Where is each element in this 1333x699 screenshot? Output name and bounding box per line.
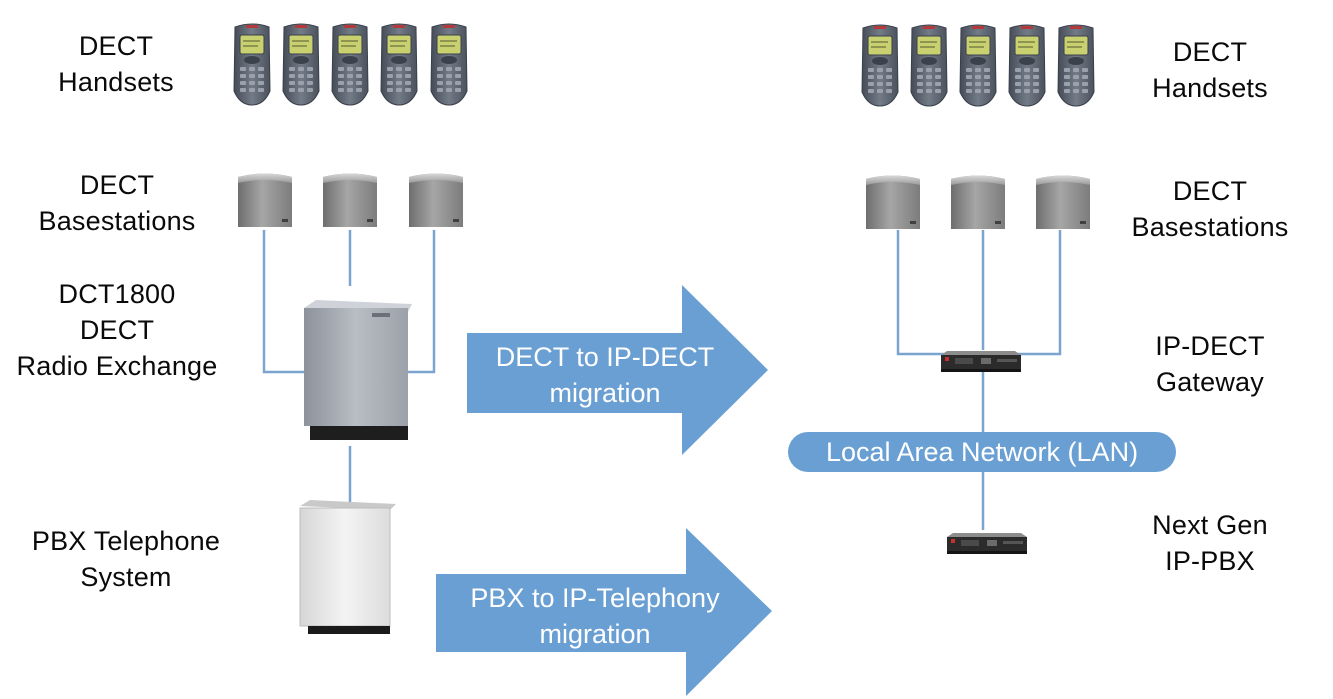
handset-icon: [282, 23, 320, 106]
handset-icon: [861, 24, 899, 107]
basestation-icon: [866, 175, 920, 229]
left-basestations: [238, 173, 463, 227]
left-handsets-label: DECT Handsets: [58, 31, 174, 97]
handset-icon: [233, 23, 271, 106]
left-handsets: [233, 23, 468, 106]
dect-migration-text: DECT to IP-DECT migration: [495, 342, 715, 408]
handset-icon: [331, 23, 369, 106]
ip-pbx-device: [947, 533, 1027, 554]
basestation-icon: [323, 173, 377, 227]
right-basestations: [866, 175, 1090, 229]
handset-icon: [910, 24, 948, 107]
ip-dect-gateway-device: [941, 351, 1021, 372]
handset-icon: [959, 24, 997, 107]
lan-label: Local Area Network (LAN): [825, 437, 1139, 467]
basestation-icon: [238, 173, 292, 227]
handset-icon: [1057, 24, 1095, 107]
pbx-cabinet: [299, 500, 396, 634]
handset-icon: [380, 23, 418, 106]
pbx-migration-arrow: [436, 528, 772, 696]
left-basestations-label: DECT Basestations: [38, 170, 196, 236]
right-handsets-label: DECT Handsets: [1152, 37, 1268, 103]
basestation-icon: [1036, 175, 1090, 229]
lan-bar: [788, 432, 1176, 472]
handset-icon: [430, 23, 468, 106]
right-handsets: [861, 24, 1095, 107]
radio-exchange-cabinet: [304, 300, 412, 440]
right-basestations-label: DECT Basestations: [1131, 176, 1289, 242]
left-connection-lines: [262, 230, 436, 503]
right-connection-lines: [896, 230, 1062, 530]
basestation-icon: [409, 173, 463, 227]
pbx-label: PBX Telephone System: [31, 526, 221, 592]
radio-exchange-label: DCT1800 DECT Radio Exchange: [16, 279, 218, 381]
handset-icon: [1008, 24, 1046, 107]
gateway-label: IP-DECT Gateway: [1155, 331, 1265, 397]
ip-pbx-label: Next Gen IP-PBX: [1152, 510, 1268, 576]
dect-migration-arrow: [467, 285, 768, 455]
pbx-migration-text: PBX to IP-Telephony migration: [470, 583, 720, 649]
basestation-icon: [951, 175, 1005, 229]
